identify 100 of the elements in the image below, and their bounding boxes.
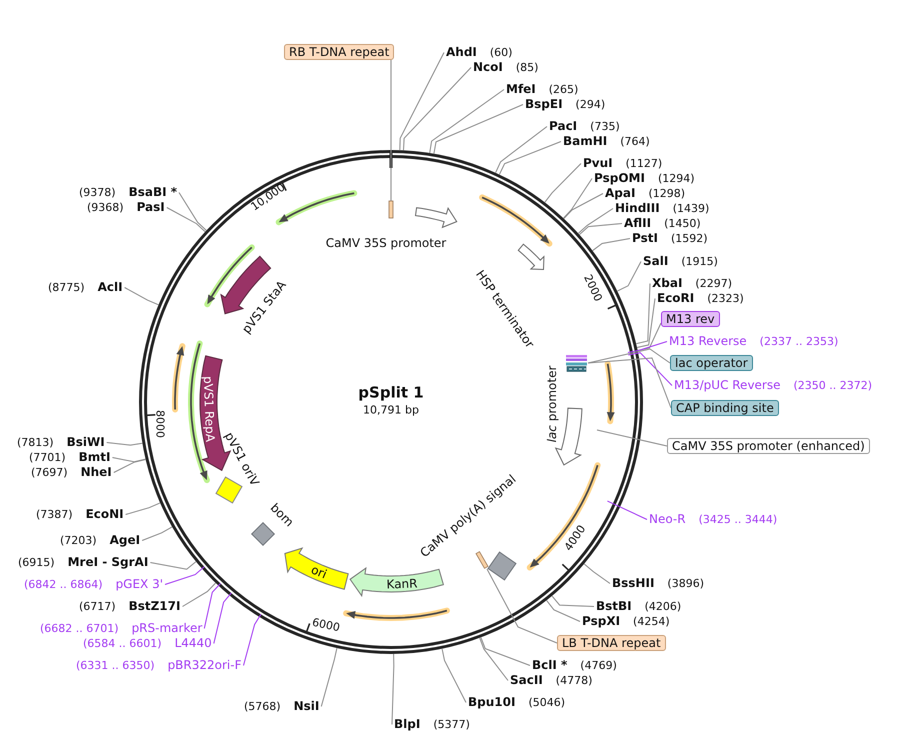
leader-line	[433, 104, 524, 154]
restriction-site-label: PspXI (4254)	[582, 613, 670, 630]
leader-line	[628, 352, 672, 386]
leader-line	[596, 430, 668, 446]
leader-line	[403, 67, 472, 151]
restriction-site-label: AhdI (60)	[446, 44, 512, 61]
primer-label: (6331 .. 6350) pBR322ori-F	[76, 657, 242, 674]
restriction-site-label: (6915) MreI - SgrAI	[18, 554, 148, 571]
feature-label: M13 rev	[661, 311, 720, 327]
leader-line	[182, 582, 216, 607]
feature-label: RB T-DNA repeat	[284, 44, 394, 60]
feature-mark	[566, 355, 587, 372]
feature-label: CAP binding site	[671, 400, 779, 416]
restriction-site-label: Bpu10I (5046)	[468, 694, 566, 711]
leader-line	[106, 442, 143, 446]
restriction-site-label: AflII (1450)	[624, 215, 701, 232]
leader-line	[166, 207, 206, 232]
leader-line	[164, 566, 205, 585]
leader-line	[150, 561, 196, 570]
leader-line	[578, 223, 622, 236]
leader-line	[429, 89, 504, 154]
leader-line	[392, 654, 394, 725]
leader-line	[578, 208, 614, 234]
restriction-site-label: (5768) NsiI	[244, 698, 320, 715]
leader-line	[544, 163, 582, 203]
leader-line	[112, 457, 146, 462]
restriction-site-label: MfeI (265)	[506, 81, 578, 98]
feature-mark	[388, 200, 394, 218]
restriction-site-label: (7203) AgeI	[60, 532, 140, 549]
leader-line	[480, 636, 530, 666]
restriction-site-label: PacI (735)	[549, 118, 620, 135]
primer-label: (6842 .. 6864) pGEX 3'	[24, 576, 164, 593]
restriction-site-label: HindIII (1439)	[615, 200, 710, 217]
leader-line	[588, 357, 672, 408]
feature-label: lac operator	[670, 355, 753, 371]
leader-line	[636, 283, 650, 344]
plasmid-size: 10,791 bp	[363, 404, 419, 416]
leader-line	[495, 126, 548, 174]
leader-line	[479, 637, 508, 681]
leader-line	[584, 563, 610, 584]
feature-label: CaMV 35S promoter (enhanced)	[667, 438, 870, 454]
tick-label: 8000	[154, 410, 166, 438]
restriction-site-label: (9368) PasI	[87, 199, 165, 216]
restriction-site-label: PvuI (1127)	[583, 155, 662, 172]
leader-line	[563, 193, 604, 220]
primer-label: (6584 .. 6601) L4440	[83, 635, 212, 652]
tick-label: 6000	[310, 616, 342, 634]
restriction-site-label: ApaI (1298)	[605, 185, 686, 202]
restriction-site-label: (7697) NheI	[31, 464, 112, 481]
restriction-site-label: (8775) AclI	[48, 279, 123, 296]
restriction-site-label: PstI (1592)	[632, 230, 708, 247]
leader-line	[552, 595, 594, 607]
leader-line	[113, 459, 146, 473]
feature-name: CaMV 35S promoter	[326, 236, 446, 250]
leader-line	[562, 178, 592, 219]
restriction-site-label: BclI * (4769)	[532, 657, 617, 674]
leader-line	[498, 141, 562, 175]
leader-line	[636, 298, 656, 348]
leader-line	[125, 502, 161, 515]
tick-label: 2000	[581, 272, 605, 304]
feature-name: pVS1 RepA	[200, 376, 218, 442]
leader-line	[588, 348, 670, 364]
feature-name: KanR	[386, 576, 418, 592]
restriction-site-label: BssHII (3896)	[612, 575, 704, 592]
restriction-site-label: PspOMI (1294)	[594, 170, 695, 187]
feature-name: lac promoter	[545, 366, 559, 442]
leader-line	[399, 52, 444, 151]
restriction-site-label: SalI (1915)	[643, 253, 718, 270]
restriction-site-label: (7387) EcoNI	[36, 506, 124, 523]
leader-line	[627, 341, 668, 353]
restriction-site-label: NcoI (85)	[473, 59, 538, 76]
restriction-site-label: (7701) BmtI	[29, 449, 110, 466]
leader-line	[546, 600, 580, 622]
restriction-site-label: BlpI (5377)	[394, 716, 470, 733]
restriction-site-label: (6717) BstZ17I	[79, 598, 180, 615]
restriction-site-label: (7813) BsiWI	[17, 434, 105, 451]
feature-name: ori	[309, 562, 329, 582]
leader-line	[442, 648, 466, 703]
restriction-site-label: XbaI (2297)	[652, 275, 732, 292]
restriction-site-label: BspEI (294)	[525, 96, 606, 113]
leader-line	[606, 500, 648, 520]
leader-line	[616, 261, 642, 292]
restriction-site-label: BamHI (764)	[563, 133, 650, 150]
primer-label: Neo-R (3425 .. 3444)	[649, 511, 778, 528]
plasmid-name: pSplit 1	[358, 384, 424, 402]
primer-label: M13/pUC Reverse (2350 .. 2372)	[674, 377, 872, 394]
restriction-site-label: (9378) BsaBI *	[79, 184, 178, 201]
leader-line	[486, 568, 558, 644]
leader-line	[243, 614, 262, 666]
leader-line	[213, 592, 232, 644]
leader-line	[320, 648, 338, 707]
leader-line	[178, 192, 207, 231]
primer-label: M13 Reverse (2337 .. 2353)	[669, 333, 838, 350]
leader-line	[592, 238, 630, 252]
primer-label: (6682 .. 6701) pRS-marker	[40, 620, 202, 637]
leader-line	[142, 526, 173, 541]
leader-line	[390, 60, 392, 202]
restriction-site-label: SacII (4778)	[510, 672, 592, 689]
restriction-site-label: BstBI (4206)	[596, 598, 682, 615]
feature-label: LB T-DNA repeat	[557, 635, 666, 651]
